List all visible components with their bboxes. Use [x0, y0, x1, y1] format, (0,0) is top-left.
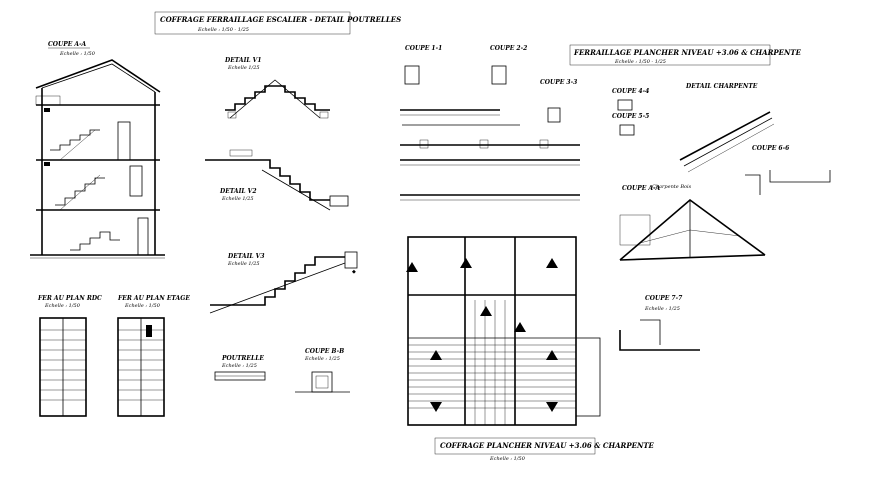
- detail-v3-label: DETAIL V3: [227, 253, 265, 260]
- title-formwork-block: COFFRAGE PLANCHER NIVEAU +3.06 & CHARPEN…: [434, 437, 655, 462]
- coupe-66-label: COUPE 6-6: [752, 145, 790, 152]
- detail-charpente-label: DETAIL CHARPENTE: [685, 83, 758, 90]
- title-stairs-scale: Echelle : 1/50 - 1/25: [197, 27, 249, 33]
- coupe-bb-scale: Echelle : 1/25: [304, 356, 340, 362]
- building-section-aa: COUPE A-A Echelle : 1/50: [30, 41, 165, 259]
- title-reinforcement-scale: Echelle : 1/50 - 1/25: [614, 59, 666, 65]
- title-reinforcement: FERRAILLAGE PLANCHER NIVEAU +3.06 & CHAR…: [573, 48, 802, 57]
- detail-coupe-bb: COUPE B-B Echelle : 1/25: [295, 348, 350, 393]
- floor-formwork-plan: [406, 236, 601, 426]
- charpente-bois-label: Charpente Bois: [652, 184, 692, 190]
- title-formwork: COFFRAGE PLANCHER NIVEAU +3.06 & CHARPEN…: [440, 441, 655, 450]
- stair-plan-etage-scale: Echelle : 1/50: [124, 303, 161, 309]
- stair-plan-rdc-scale: Echelle : 1/50: [44, 303, 81, 309]
- stair-plan-rdc-label: FER AU PLAN RDC: [37, 295, 102, 302]
- poutrelle-scale: Echelle : 1/25: [221, 363, 257, 369]
- right-details: COUPE 4-4 COUPE 5-5 DETAIL CHARPENTE COU…: [612, 83, 831, 195]
- title-formwork-scale: Echelle : 1/50: [489, 456, 526, 462]
- section-aa-scale: Echelle : 1/50: [59, 51, 96, 57]
- coupe-55-label: COUPE 5-5: [612, 113, 649, 120]
- stair-plan-rdc: FER AU PLAN RDC Echelle : 1/50: [37, 295, 102, 417]
- right-lower-scale: Echelle : 1/25: [644, 306, 680, 312]
- coupe-bb-label: COUPE B-B: [305, 348, 344, 355]
- title-reinforcement-block: FERRAILLAGE PLANCHER NIVEAU +3.06 & CHAR…: [569, 44, 802, 66]
- svg-text:◆: ◆: [352, 269, 356, 275]
- title-stairs: COFFRAGE FERRAILLAGE ESCALIER - DETAIL P…: [160, 15, 401, 24]
- section-aa-label: COUPE A-A: [48, 41, 87, 48]
- coupe-22-label: COUPE 2-2: [490, 45, 527, 52]
- coupe-44-label: COUPE 4-4: [612, 88, 649, 95]
- title-stairs-block: COFFRAGE FERRAILLAGE ESCALIER - DETAIL P…: [154, 11, 401, 35]
- detail-poutrelle: POUTRELLE Echelle : 1/25: [214, 355, 266, 381]
- roof-truss: COUPE A-A Charpente Bois: [619, 184, 766, 261]
- detail-v1-scale: Echelle 1/25: [227, 65, 260, 71]
- svg-text:COUPE 7-7: COUPE 7-7: [645, 295, 683, 302]
- detail-v2-label: DETAIL V2: [219, 188, 257, 195]
- stair-plan-etage-label: FER AU PLAN ETAGE: [117, 295, 190, 302]
- coupe-11-label: COUPE 1-1: [405, 45, 442, 52]
- coupe-33-label: COUPE 3-3: [540, 79, 577, 86]
- coupe-aa2-label: COUPE A-A: [622, 185, 661, 192]
- detail-v1: DETAIL V1 Echelle 1/25: [224, 57, 330, 119]
- detail-v3-scale: Echelle 1/25: [227, 261, 260, 267]
- detail-v1-label: DETAIL V1: [224, 57, 262, 64]
- detail-v3: DETAIL V3 Echelle 1/25 ◆: [209, 251, 358, 314]
- poutrelle-label: POUTRELLE: [221, 355, 264, 362]
- stair-plan-etage: FER AU PLAN ETAGE Echelle : 1/50: [117, 295, 190, 417]
- beam-sections: COUPE 1-1 COUPE 2-2 COUPE 3-3: [400, 45, 580, 201]
- right-lower-detail: COUPE 7-7 Echelle : 1/25: [619, 295, 700, 351]
- detail-v2-scale: Echelle 1/25: [221, 196, 254, 202]
- detail-v2: DETAIL V2 Echelle 1/25: [205, 149, 349, 211]
